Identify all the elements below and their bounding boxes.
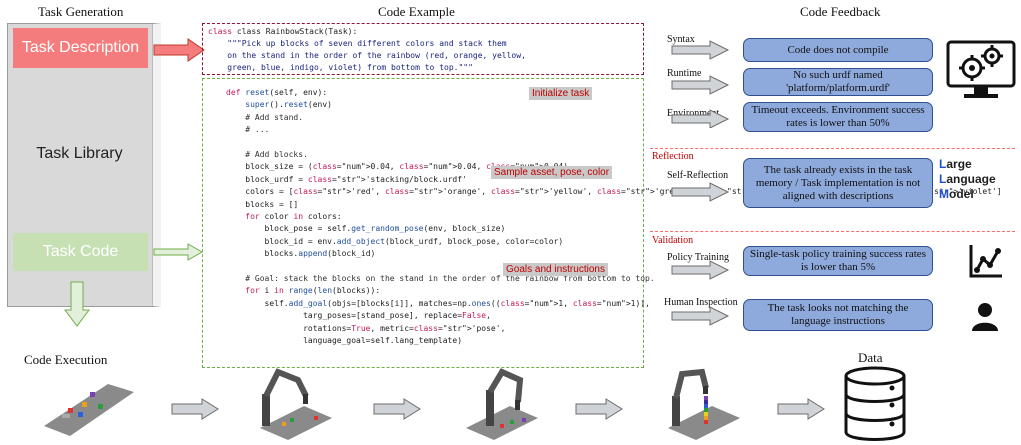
code-line: def reset(self, env): <box>226 88 328 97</box>
policy-training-label: Policy Training <box>667 252 729 263</box>
code-line: block_pose = self.get_random_pose(env, b… <box>226 224 506 234</box>
code-feedback-title: Code Feedback <box>800 4 881 19</box>
desc-to-code-arrow <box>153 38 205 62</box>
task-generation-title: Task Generation <box>38 4 124 19</box>
validation-arrows <box>671 260 730 326</box>
llm-label: Large Language Model <box>939 157 996 201</box>
human-inspection-box: The task looks not matching the language… <box>743 299 933 331</box>
code-line: for i in range(len(blocks)): <box>245 286 381 296</box>
code-header-line-2: """Pick up blocks of seven different col… <box>208 39 507 48</box>
code-line: # Add blocks. <box>226 150 308 159</box>
code-example-title: Code Example <box>378 4 455 19</box>
task-description-box: Task Description <box>13 28 148 68</box>
reflection-title: Reflection <box>652 151 694 162</box>
robot-arm-icon <box>260 368 332 440</box>
self-reflection-arrow <box>671 182 730 202</box>
policy-training-box: Single-task policy training success rate… <box>743 246 933 276</box>
goals-annotation: Goals and instructions <box>503 263 608 276</box>
code-line: # Add stand. <box>226 112 304 122</box>
computer-gear-icon <box>946 40 1016 98</box>
syntax-label: Syntax <box>667 34 695 45</box>
code-line: for color in colors: <box>245 212 342 221</box>
code-line: block_id = env.add_object(block_urdf, bl… <box>226 236 564 246</box>
runtime-label: Runtime <box>667 68 702 79</box>
environment-feedback-box: Timeout exceeds. Environment success rat… <box>743 102 933 132</box>
code-line: # Goal: stack the blocks on the stand in… <box>226 274 655 283</box>
syntax-feedback-box: Code does not compile <box>743 38 933 62</box>
code-line: language_goal=self.lang_template) <box>226 336 463 345</box>
reflection-divider <box>650 148 1015 149</box>
taskcode-to-code-arrow <box>153 243 204 261</box>
exec-arrow-1 <box>171 398 219 420</box>
runtime-msg-line-1: No such urdf named <box>793 69 883 81</box>
down-arrow <box>64 281 90 327</box>
robot-scene-2-image <box>466 368 538 440</box>
sim-scene-1-image <box>44 384 134 436</box>
sample-asset-annotation: Sample asset, pose, color <box>491 166 613 179</box>
data-title: Data <box>858 350 883 365</box>
validation-title: Validation <box>652 235 694 246</box>
code-line: blocks = [] <box>226 199 299 209</box>
task-library-label: Task Library <box>36 145 123 162</box>
exec-arrow-3 <box>575 398 623 420</box>
code-line: # ... <box>226 125 270 135</box>
environment-label: Environment <box>667 108 720 119</box>
code-line: rotations=True, metric=class="str">'pose… <box>226 323 506 333</box>
feedback-arrows <box>671 40 730 128</box>
robot-scene-3-image <box>668 368 740 440</box>
code-line: block_urdf = class="str">'stacking/block… <box>226 174 467 184</box>
code-line: self.add_goal(objs=[blocks[i]], matches=… <box>226 298 650 308</box>
validation-divider <box>650 231 1015 232</box>
runtime-feedback-box: No such urdf named 'platform/platform.ur… <box>743 68 933 96</box>
runtime-msg-line-2: 'platform/platform.urdf' <box>786 82 890 94</box>
code-line: super().reset(env) <box>245 100 332 110</box>
initialize-task-annotation: Initialize task <box>529 87 593 100</box>
code-header-line-4: green, blue, indigo, violet) from bottom… <box>208 63 473 72</box>
self-reflection-box: The task already exists in the task memo… <box>743 158 933 208</box>
exec-arrow-2 <box>373 398 421 420</box>
human-inspection-label: Human Inspection <box>664 297 738 308</box>
code-line: blocks.append(block_id) <box>226 249 376 259</box>
line-chart-icon <box>969 245 1002 278</box>
self-reflection-label: Self-Reflection <box>667 170 729 181</box>
code-header-line-3: on the stand in the order of the rainbow… <box>208 51 526 60</box>
database-icon <box>844 366 906 441</box>
code-header-panel: class class RainbowStack(Task): """Pick … <box>202 23 644 75</box>
code-header-line-1: class class RainbowStack(Task): <box>208 27 358 36</box>
exec-arrow-4 <box>777 398 825 420</box>
task-code-box: Task Code <box>13 233 148 271</box>
code-body-panel: def reset(self, env): super().reset(env)… <box>202 78 1002 368</box>
code-line: targ_poses=[stand_pose], replace=False, <box>226 311 491 321</box>
code-execution-title: Code Execution <box>24 352 108 367</box>
person-icon <box>972 303 998 331</box>
